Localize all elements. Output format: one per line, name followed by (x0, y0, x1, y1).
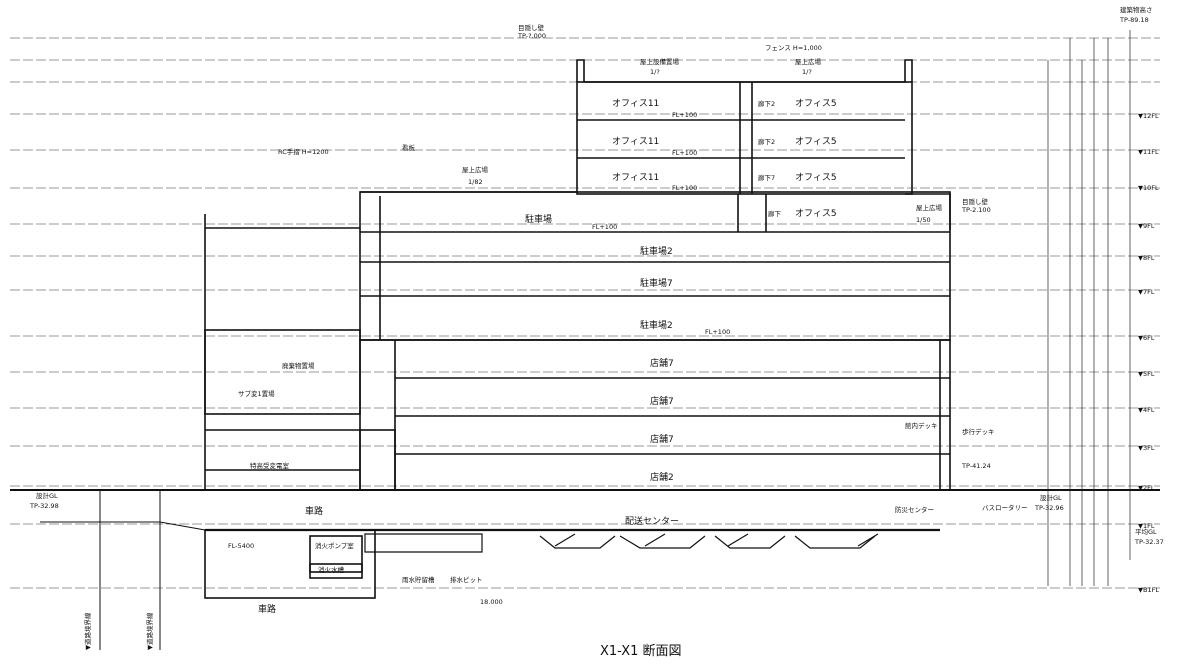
top-rooftop-slope: 1/? (650, 68, 660, 76)
level-fl-10: FL+100 (672, 184, 697, 192)
room-parking7: 駐車場7 (640, 277, 673, 289)
fl-7: ▼7FL (1138, 288, 1155, 296)
room-fire-tank: 消火水槽 (318, 565, 345, 574)
room-corridor12: 廊下2 (758, 99, 775, 108)
level-b1: FL-5400 (228, 542, 254, 550)
avg-gl: 平均GL (1135, 527, 1157, 536)
dimension-lines (1047, 30, 1131, 586)
room-office-r12: オフィス5 (795, 98, 837, 109)
boundary-left: ▼道路境界線 (83, 612, 92, 650)
level-fl-6: FL+100 (705, 328, 730, 336)
room-deck: 歩行デッキ (962, 427, 995, 436)
height-label: 建築物高さ (1120, 5, 1153, 14)
drawing-title: X1-X1 断面図 (600, 644, 682, 659)
basement-pits (364, 533, 879, 553)
top-fence: フェンス H=1,000 (765, 44, 822, 52)
height-value: TP-89.18 (1119, 16, 1149, 24)
top-rooftop-plaza2: 屋上広場 (462, 165, 489, 174)
fl-5: ▼5FL (1138, 370, 1155, 378)
sign-wall-level: TP-2.100 (961, 206, 991, 214)
fl-11: ▼11FL (1138, 148, 1159, 156)
top-rooftop-plaza: 屋上広場 (795, 57, 822, 66)
floor-reference-lines (10, 37, 1160, 589)
room-corridor9: 廊下 (768, 209, 782, 218)
room-office11: オフィス11 (612, 136, 659, 147)
fl-1: ▼1FL (1138, 522, 1155, 530)
room-drain-pit: 排水ピット (450, 575, 483, 584)
top-parapet: 目隠し壁 (518, 23, 545, 32)
room-rooftop-plaza3: 屋上広場 (916, 203, 943, 212)
level-deck: TP-41.24 (961, 462, 991, 470)
room-office-r11: オフィス5 (795, 136, 837, 147)
room-parking6: 駐車場2 (640, 319, 673, 331)
top-parapet-level: TP-?.000 (517, 32, 546, 40)
room-road1: 車路 (305, 505, 323, 517)
fl-6: ▼6FL (1138, 334, 1155, 342)
fl-10: ▼10FL (1138, 184, 1159, 192)
room-office-r10: オフィス5 (795, 172, 837, 183)
boundary-right: ▼道路境界線 (145, 612, 154, 650)
room-fire-pump: 消火ポンプ室 (315, 541, 354, 550)
top-rooftop-plaza-slope: 1/? (802, 68, 812, 76)
fl-b1: ▼B1FL (1138, 586, 1159, 594)
fl-4: ▼4FL (1138, 406, 1155, 414)
room-delivery: 配送センター (625, 515, 679, 527)
fl-12: ▼12FL (1138, 112, 1159, 120)
fl-2: ▼2FL (1138, 484, 1155, 492)
bottom-dimension: 18.000 (480, 598, 503, 606)
room-rain-tank: 雨水貯留槽 (402, 575, 435, 584)
fl-8: ▼8FL (1138, 254, 1155, 262)
room-sub-substation: サブ変1置場 (238, 389, 275, 398)
room-shop5: 店舗7 (650, 357, 674, 369)
room-elec: 特高受変電室 (250, 461, 290, 470)
room-disaster: 防災センター (895, 505, 934, 514)
room-corridor10: 廊下7 (758, 173, 775, 182)
top-rooftop-machine: 屋上設備置場 (640, 57, 680, 66)
sign-wall: 目隠し壁 (962, 197, 989, 206)
level-fl-12: FL+100 (672, 111, 697, 119)
room-shop3: 店舗7 (650, 433, 674, 445)
top-sign: 看板 (402, 143, 416, 152)
room-parking9: 駐車場 (525, 213, 552, 225)
ground-right-value: TP-32.96 (1034, 504, 1064, 512)
ground-right-label: 設計GL (1040, 493, 1062, 502)
room-shop4: 店舗7 (650, 395, 674, 407)
top-handrail: RC手摺 H=1200 (278, 147, 329, 156)
room-rooftop-plaza3-slope: 1/50 (916, 216, 931, 224)
ground-markers (40, 490, 206, 650)
level-fl-11: FL+100 (672, 149, 697, 157)
text-labels: オフィス11 オフィス11 オフィス11 オフィス5 オフィス5 オフィス5 オ… (29, 5, 1164, 659)
ground-left-label: 設計GL (36, 491, 58, 500)
room-waste: 廃棄物置場 (282, 361, 315, 370)
fl-9: ▼9FL (1138, 222, 1155, 230)
fl-3: ▼3FL (1138, 444, 1155, 452)
room-road-b1: 車路 (258, 603, 276, 615)
building-outline (10, 59, 1160, 599)
room-office10: オフィス11 (612, 172, 659, 183)
ground-left-value: TP-32.98 (29, 502, 59, 510)
room-corridor11: 廊下2 (758, 137, 775, 146)
level-fl-9: FL+100 (592, 223, 617, 231)
top-rooftop-plaza2-slope: 1/82 (468, 178, 483, 186)
room-bus: バスロータリー (982, 503, 1028, 512)
room-shop2: 店舗2 (650, 471, 674, 483)
room-office12: オフィス11 (612, 98, 659, 109)
room-parking8: 駐車場2 (640, 245, 673, 257)
room-deck-in: 館内デッキ (905, 421, 938, 430)
room-office-r9: オフィス5 (795, 208, 837, 219)
avg-gl-value: TP-32.37 (1134, 538, 1164, 546)
